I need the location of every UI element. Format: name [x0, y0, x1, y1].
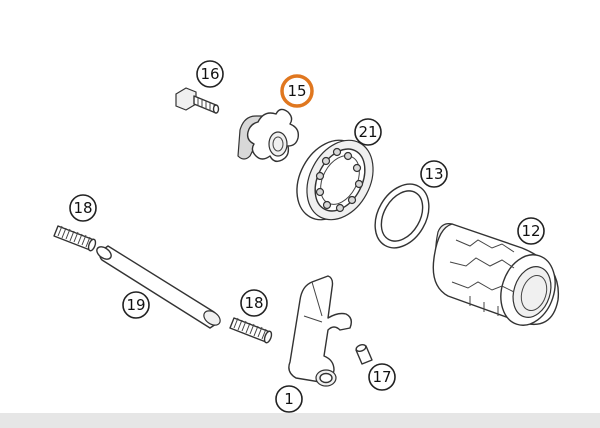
bottom-strip	[0, 413, 600, 428]
bolt-part-16[interactable]	[175, 87, 220, 114]
callout-21-label: 21	[358, 123, 377, 141]
shift-drum-part-12[interactable]	[432, 223, 564, 333]
callout-18-left-label: 18	[73, 199, 92, 217]
callout-18-right-label: 18	[244, 294, 263, 312]
callout-17[interactable]: 17	[368, 363, 396, 391]
callout-18-left[interactable]: 18	[69, 194, 97, 222]
callout-16-label: 16	[200, 65, 219, 83]
washer-ring-part-13[interactable]	[364, 175, 440, 258]
shift-fork-part-1[interactable]	[288, 275, 353, 387]
callout-1[interactable]: 1	[275, 385, 303, 413]
callout-16[interactable]: 16	[196, 60, 224, 88]
callout-18-right[interactable]: 18	[240, 289, 268, 317]
spring-left-part-18[interactable]	[53, 225, 97, 252]
callout-17-label: 17	[372, 368, 391, 386]
callout-21[interactable]: 21	[354, 118, 382, 146]
callout-15-highlighted[interactable]: 15	[280, 74, 314, 108]
bearing-part-21[interactable]	[284, 129, 386, 231]
callout-12[interactable]: 12	[517, 217, 545, 245]
roller-pin-part-17[interactable]	[355, 343, 373, 365]
star-cam-part-15[interactable]	[237, 108, 300, 163]
callout-1-label: 1	[284, 390, 294, 408]
callout-12-label: 12	[521, 222, 540, 240]
callout-19-label: 19	[126, 296, 145, 314]
callout-19[interactable]: 19	[122, 291, 150, 319]
callout-13[interactable]: 13	[420, 160, 448, 188]
callout-15-label: 15	[287, 82, 306, 100]
callout-13-label: 13	[424, 165, 443, 183]
shift-rod-part-19[interactable]	[95, 244, 223, 329]
spring-right-part-18[interactable]	[229, 317, 273, 344]
